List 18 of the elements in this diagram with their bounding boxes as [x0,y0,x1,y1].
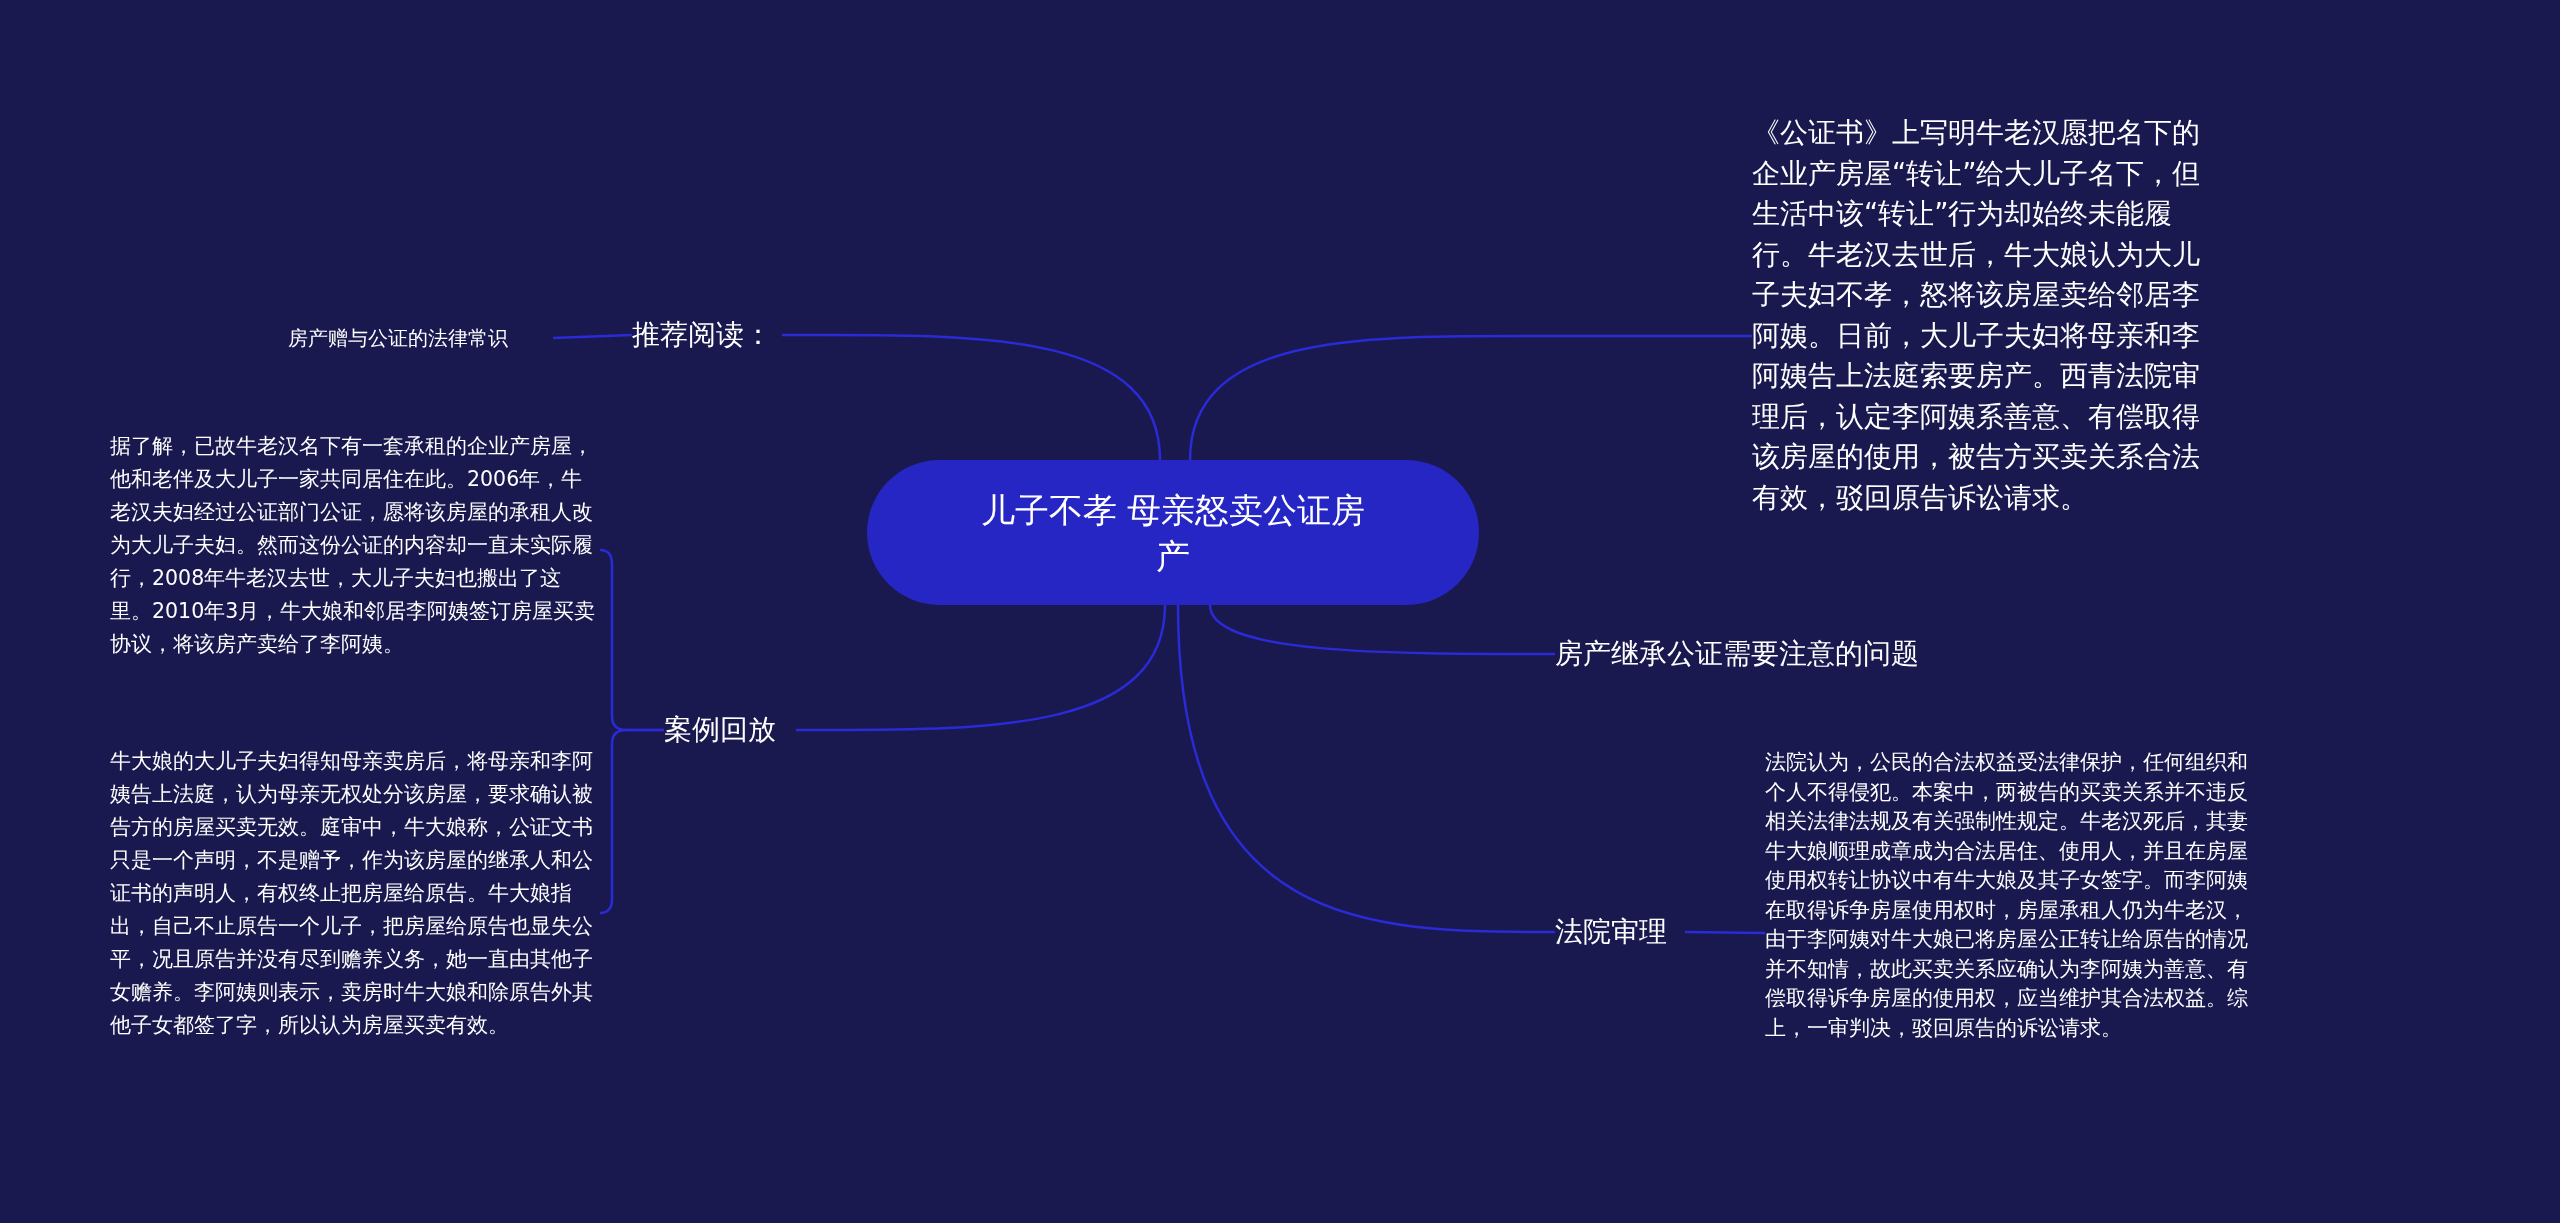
connector-line [552,333,633,340]
connector-line [1176,604,1555,934]
branch-topic: 案例回放 [664,710,796,750]
paragraph-text: 据了解，已故牛老汉名下有一套承租的企业产房屋，他和老伴及大儿子一家共同居住在此。2006年，牛老汉夫妇经过公证部门公证，愿将该房屋的承租人改为大儿子夫妇。然而这份公证的内容却一直未实际履行，2008年牛老汉去世，大儿子夫妇也搬出了这里。2010年3月，牛大娘和邻居李阿姨签订房屋买卖协议，将该房产卖给了李阿姨。 [110,430,600,670]
central-topic: 儿子不孝 母亲怒卖公证房产 [867,460,1479,605]
branch-topic: 推荐阅读： [632,315,782,355]
connector-line [599,728,664,915]
branch-topic: 房产继承公证需要注意的问题 [1555,634,1955,674]
paragraph-text: 法院认为，公民的合法权益受法律保护，任何组织和个人不得侵犯。本案中，两被告的买卖关系并不违反相关法律法规及有关强制性规定。牛老汉死后，其妻牛大娘顺理成章成为合法居住、使用人，并且在房屋使用权转让协议中有牛大娘及其子女签字。而李阿姨在取得诉争房屋使用权时，房屋承租人仍为牛老汉，由于李阿姨对牛大娘已将房屋公正转让给原告的情况并不知情，故此买卖关系应确认为李阿姨为善意、有偿取得诉争房屋的使用权，应当维护其合法权益。综上，一审判决，驳回原告的诉讼请求。 [1765,748,2250,1118]
connector-line [782,333,1162,461]
paragraph-text: 《公证书》上写明牛老汉愿把名下的企业产房屋“转让”给大儿子名下，但生活中该“转让”行为却始终未能履行。牛老汉去世后，牛大娘认为大儿子夫妇不孝，怒将该房屋卖给邻居李阿姨。日前，大儿子夫妇将母亲和李阿姨告上法庭索要房产。西青法院审理后，认定李阿姨系善意、有偿取得该房屋的使用，被告方买卖关系合法有效，驳回原告诉讼请求。 [1752,112,2222,560]
connector-line [1685,930,1765,935]
connector-line [1208,604,1555,656]
branch-topic: 法院审理 [1555,912,1685,952]
connector-line [1188,334,1752,461]
paragraph-text: 牛大娘的大儿子夫妇得知母亲卖房后，将母亲和李阿姨告上法庭，认为母亲无权处分该房屋，要求确认被告方的房屋买卖无效。庭审中，牛大娘称，公证文书只是一个声明，不是赠予，作为该房屋的继承人和公证书的声明人，有权终止把房屋给原告。牛大娘指出，自己不止原告一个儿子，把房屋给原告也显失公平，况且原告并没有尽到赡养义务，她一直由其他子女赡养。李阿姨则表示，卖房时牛大娘和除原告外其他子女都签了字，所以认为房屋买卖有效。 [110,745,600,1081]
connector-line [796,604,1167,732]
subtopic-text: 房产赠与公证的法律常识 [288,322,553,354]
